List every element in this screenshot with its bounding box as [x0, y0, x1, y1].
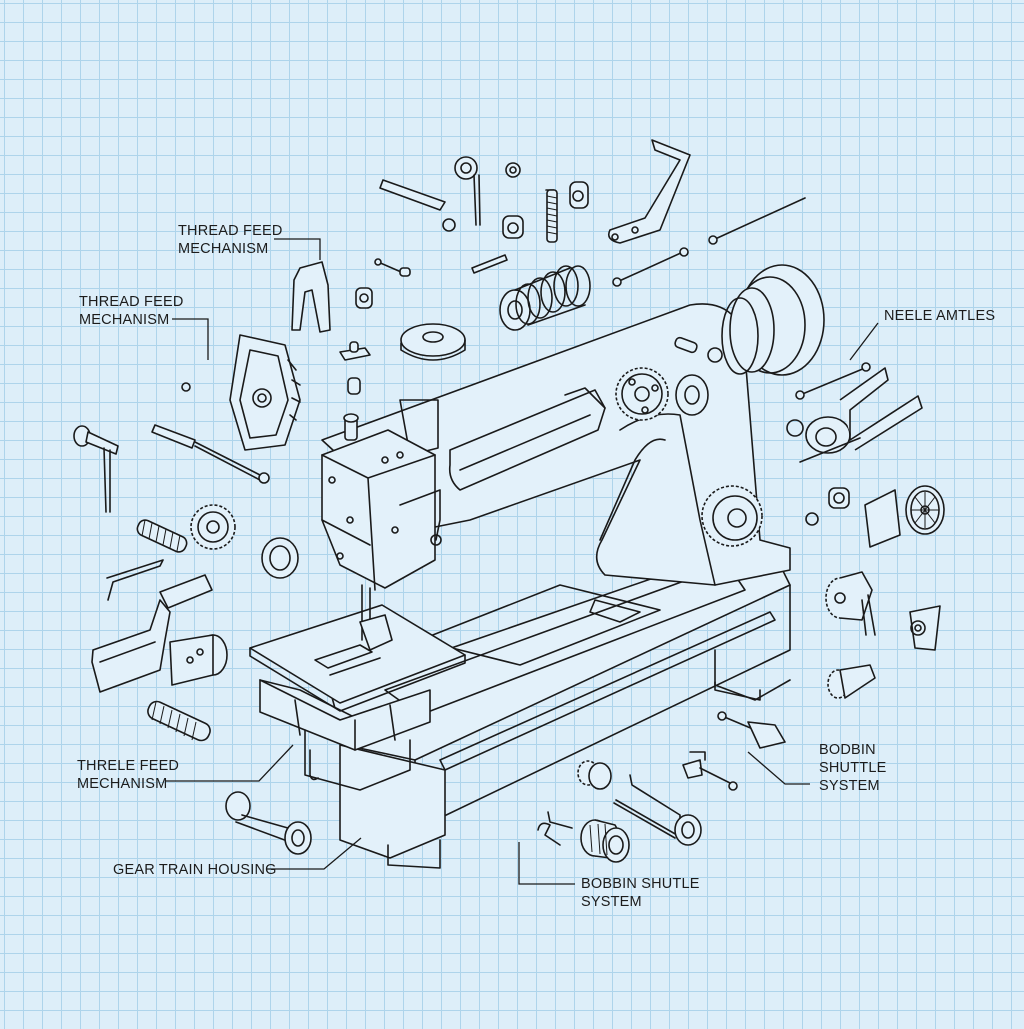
- spring-small: [546, 189, 558, 243]
- washer: [442, 218, 456, 232]
- needle-plate: [249, 604, 466, 791]
- handwheel: [721, 264, 825, 376]
- plate: [864, 489, 901, 548]
- gear-large-lower: [701, 485, 763, 547]
- worm-spring: [136, 519, 188, 553]
- label-gear-train-housing: GEAR TRAIN HOUSING: [113, 862, 277, 878]
- cylinder-coupler: [169, 634, 228, 686]
- shuttle-hook: [786, 367, 923, 463]
- bed-plate: [329, 554, 791, 869]
- rod-long: [151, 424, 270, 484]
- gear-small: [190, 504, 236, 550]
- bracket: [569, 181, 589, 209]
- cam-frame: [229, 334, 301, 451]
- knurled-cap: [577, 760, 612, 790]
- label-tyle-feed: THRELE FEED MECHANISM: [77, 758, 180, 792]
- leader-lines: [165, 238, 879, 885]
- bobbin: [580, 819, 630, 863]
- top-parts: [181, 139, 806, 395]
- snap-ring: [707, 347, 723, 363]
- bracket-arm: [607, 139, 691, 244]
- left-parts: [73, 334, 312, 855]
- wire-hook: [537, 811, 573, 846]
- bracket: [502, 215, 524, 239]
- right-parts: [786, 362, 945, 699]
- long-rod: [712, 197, 806, 241]
- pulley: [675, 374, 709, 416]
- bobbin-case-plate: [400, 323, 466, 361]
- machine-body: [249, 264, 825, 869]
- screw-rod: [682, 751, 738, 791]
- worm-spring-lower: [147, 700, 211, 742]
- lever-pin: [73, 425, 119, 513]
- gear-large-upper: [615, 367, 669, 421]
- label-bobbin-shuttle-bottom: BOBBIN SHUTLE SYSTEM: [581, 876, 700, 910]
- spindle: [225, 791, 312, 855]
- tension-disc: [454, 156, 478, 180]
- bobbin-winder: [825, 571, 876, 636]
- label-needle-articles: NEELE AMTLES: [884, 308, 996, 324]
- label-thread-feed-left: THREAD FEED MECHANISM: [79, 294, 184, 328]
- presser-bracket: [91, 574, 213, 693]
- presser-foot: [359, 584, 393, 651]
- pin-assembly: [717, 711, 786, 749]
- ring-gear: [261, 537, 299, 579]
- pin: [674, 336, 698, 354]
- knob: [827, 664, 876, 699]
- rod: [379, 179, 446, 211]
- needle-bar-assembly: [613, 774, 702, 846]
- bracket-small: [909, 605, 941, 651]
- coil-spring: [499, 265, 591, 331]
- allen-key: [106, 559, 164, 601]
- label-thread-feed-top: THREAD FEED MECHANISM: [178, 223, 283, 257]
- spoked-wheel: [905, 485, 945, 535]
- needle-head: [321, 413, 442, 591]
- label-bobbin-shuttle-right: BODBIN SHUTTLE SYSTEM: [819, 742, 887, 794]
- bracket-u: [291, 261, 331, 333]
- bottom-parts: [537, 711, 786, 863]
